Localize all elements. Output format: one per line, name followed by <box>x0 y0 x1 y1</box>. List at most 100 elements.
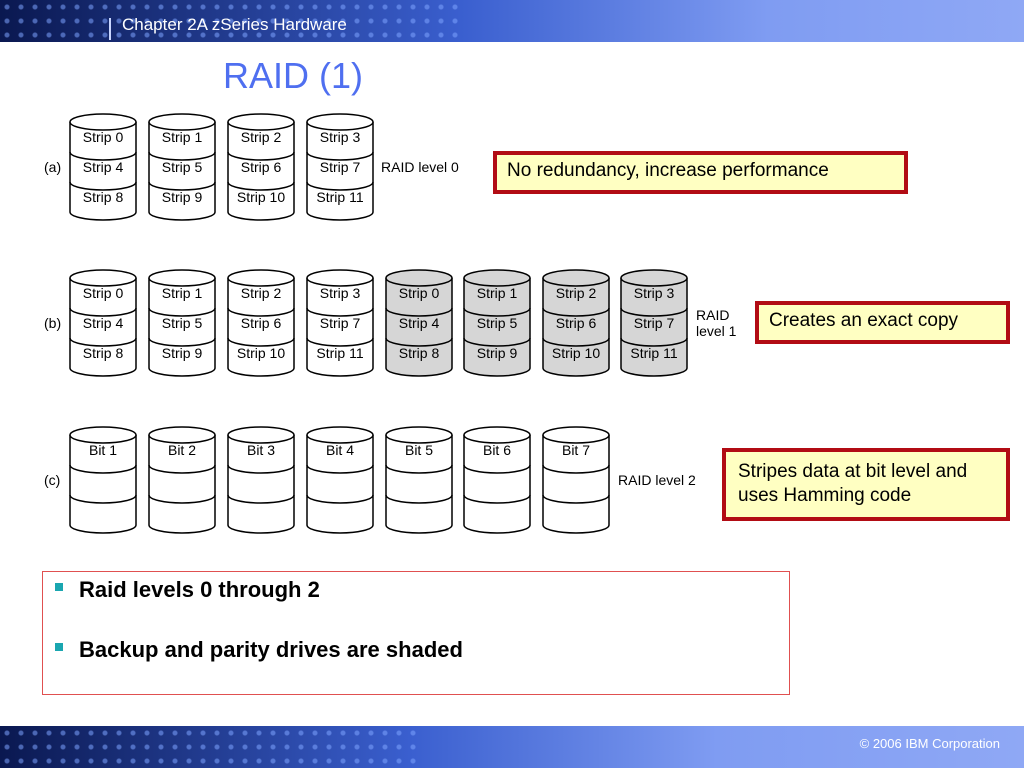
disk-separator <box>463 464 531 474</box>
disk-cell-label: Strip 7 <box>634 315 675 331</box>
disk: Strip 1 Strip 5 Strip 9 <box>463 269 531 377</box>
disk-cell-label: Strip 11 <box>316 189 363 205</box>
disk-cell-label: Bit 4 <box>326 442 354 458</box>
disk-cell-label: Strip 0 <box>83 285 124 301</box>
disk-cell-label: Strip 10 <box>237 345 285 361</box>
row-label: (c) <box>44 472 60 488</box>
bullet-text: Backup and parity drives are shaded <box>79 637 463 662</box>
disk-cell-label: Strip 6 <box>556 315 597 331</box>
disk-separator <box>69 151 137 161</box>
disk-cell-label: Strip 1 <box>477 285 518 301</box>
footer-banner: © 2006 IBM Corporation <box>0 726 1024 768</box>
disk-cell-label: Strip 6 <box>241 159 282 175</box>
disk-cell-label: Bit 7 <box>562 442 590 458</box>
disk-separator <box>306 494 374 504</box>
disk-body <box>463 278 531 377</box>
disk-cell-label: Strip 4 <box>83 315 124 331</box>
disk-cell-label: Strip 4 <box>83 159 124 175</box>
disk: Strip 1 Strip 5 Strip 9 <box>148 269 216 377</box>
disk: Bit 2 <box>148 426 216 534</box>
raid-level-label: level 1 <box>696 323 737 339</box>
bullet-square-icon <box>55 643 63 652</box>
disk-top <box>306 113 374 131</box>
disk-separator <box>227 307 295 317</box>
disk-separator <box>148 181 216 191</box>
disk-cell-label: Strip 6 <box>241 315 282 331</box>
disk-cell-label: Strip 9 <box>162 345 203 361</box>
disk-separator <box>306 307 374 317</box>
disk-top <box>542 269 610 287</box>
disk-cell-label: Strip 0 <box>399 285 440 301</box>
disk-cell-label: Strip 8 <box>399 345 440 361</box>
disk-top <box>385 269 453 287</box>
disk: Strip 0 Strip 4 Strip 8 <box>69 269 137 377</box>
disk: Strip 0 Strip 4 Strip 8 <box>385 269 453 377</box>
disk-separator <box>148 494 216 504</box>
disk-cell-label: Bit 2 <box>168 442 196 458</box>
header-pattern <box>0 0 460 42</box>
disk-top <box>69 269 137 287</box>
disk-separator <box>227 151 295 161</box>
disk-cell-label: Strip 0 <box>83 129 124 145</box>
row-label: (b) <box>44 315 61 331</box>
disk: Bit 6 <box>463 426 531 534</box>
disk-cell-label: Strip 2 <box>241 129 282 145</box>
disk-separator <box>620 337 688 347</box>
disk-separator <box>463 494 531 504</box>
callout-raid-0: No redundancy, increase performance <box>493 151 908 194</box>
disk-cell-label: Strip 9 <box>477 345 518 361</box>
disk: Bit 3 <box>227 426 295 534</box>
disk: Bit 4 <box>306 426 374 534</box>
disk-separator <box>69 307 137 317</box>
disk-separator <box>69 494 137 504</box>
disk-cell-label: Strip 1 <box>162 285 203 301</box>
disk-top <box>463 426 531 444</box>
disk: Bit 7 <box>542 426 610 534</box>
disk-separator <box>227 181 295 191</box>
disk-top <box>227 426 295 444</box>
disk-body <box>69 435 137 534</box>
disk-body <box>620 278 688 377</box>
disk-separator <box>148 337 216 347</box>
disk-top <box>306 426 374 444</box>
callout-raid-1: Creates an exact copy <box>755 301 1010 344</box>
disk-cell-label: Strip 11 <box>630 345 677 361</box>
raid-level-label: RAID level 0 <box>381 159 459 175</box>
disk-body <box>148 122 216 221</box>
disk-top <box>463 269 531 287</box>
notes-box: Raid levels 0 through 2 Backup and parit… <box>42 571 790 695</box>
disk-cell-label: Strip 5 <box>162 159 203 175</box>
disk-separator <box>148 151 216 161</box>
bullet-item: Raid levels 0 through 2 <box>55 577 320 603</box>
disk-body <box>385 278 453 377</box>
chapter-title: Chapter 2A zSeries Hardware <box>122 15 347 34</box>
disk-cell-label: Bit 6 <box>483 442 511 458</box>
disk-top <box>306 269 374 287</box>
disk-separator <box>69 464 137 474</box>
disk-cell-label: Strip 5 <box>477 315 518 331</box>
disk-cell-label: Strip 3 <box>320 285 361 301</box>
disk-top <box>69 113 137 131</box>
disk-separator <box>227 464 295 474</box>
disk-body <box>542 278 610 377</box>
disk-separator <box>148 464 216 474</box>
disk-cell-label: Strip 4 <box>399 315 440 331</box>
disk-separator <box>542 337 610 347</box>
disk-body <box>148 278 216 377</box>
disk-cell-label: Strip 1 <box>162 129 203 145</box>
disk-cell-label: Strip 5 <box>162 315 203 331</box>
disk: Bit 5 <box>385 426 453 534</box>
disk-cell-label: Strip 8 <box>83 345 124 361</box>
row-label: (a) <box>44 159 61 175</box>
disk-separator <box>385 464 453 474</box>
disk-separator <box>385 337 453 347</box>
disk-top <box>148 113 216 131</box>
disk-separator <box>542 494 610 504</box>
